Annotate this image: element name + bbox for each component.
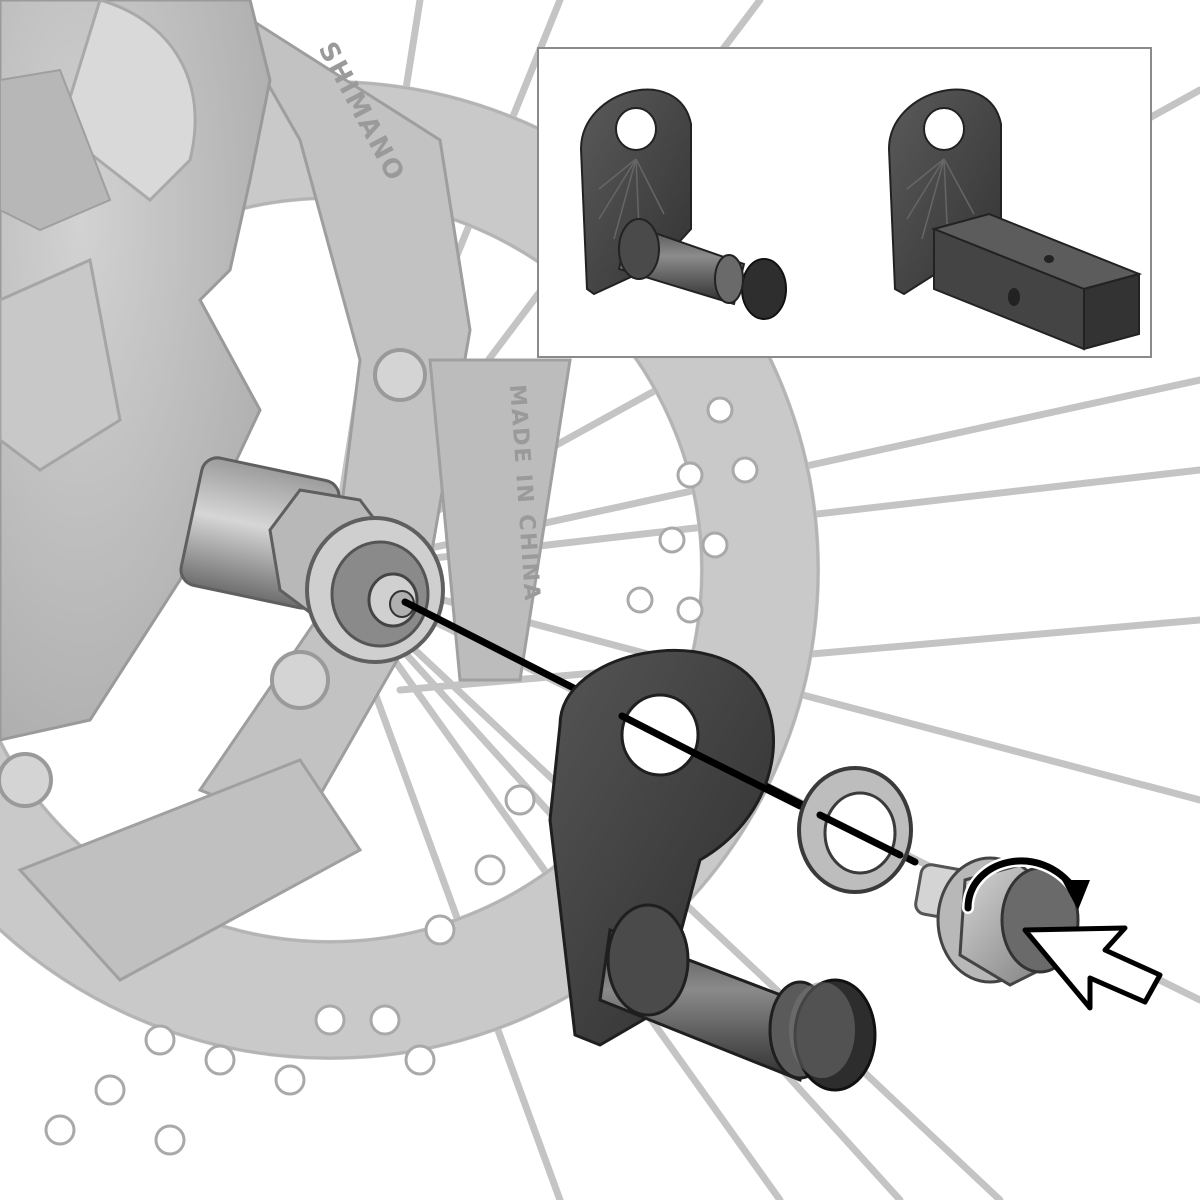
washer xyxy=(797,766,913,894)
adapter-variants-inset xyxy=(537,47,1152,358)
axle-nut xyxy=(914,856,1080,987)
round-pin-adapter xyxy=(579,88,787,320)
axle-stub xyxy=(179,456,445,664)
rotor-bolt xyxy=(270,650,330,710)
rotor-bolt xyxy=(373,348,427,402)
hitch-adapter-plate xyxy=(548,648,877,1092)
square-tube-adapter xyxy=(887,88,1143,351)
frame-dropout xyxy=(0,0,272,742)
push-direction-arrow-icon xyxy=(1022,925,1163,1011)
rotor-bolt xyxy=(0,752,53,808)
tighten-rotation-arrow-icon xyxy=(962,854,1090,914)
